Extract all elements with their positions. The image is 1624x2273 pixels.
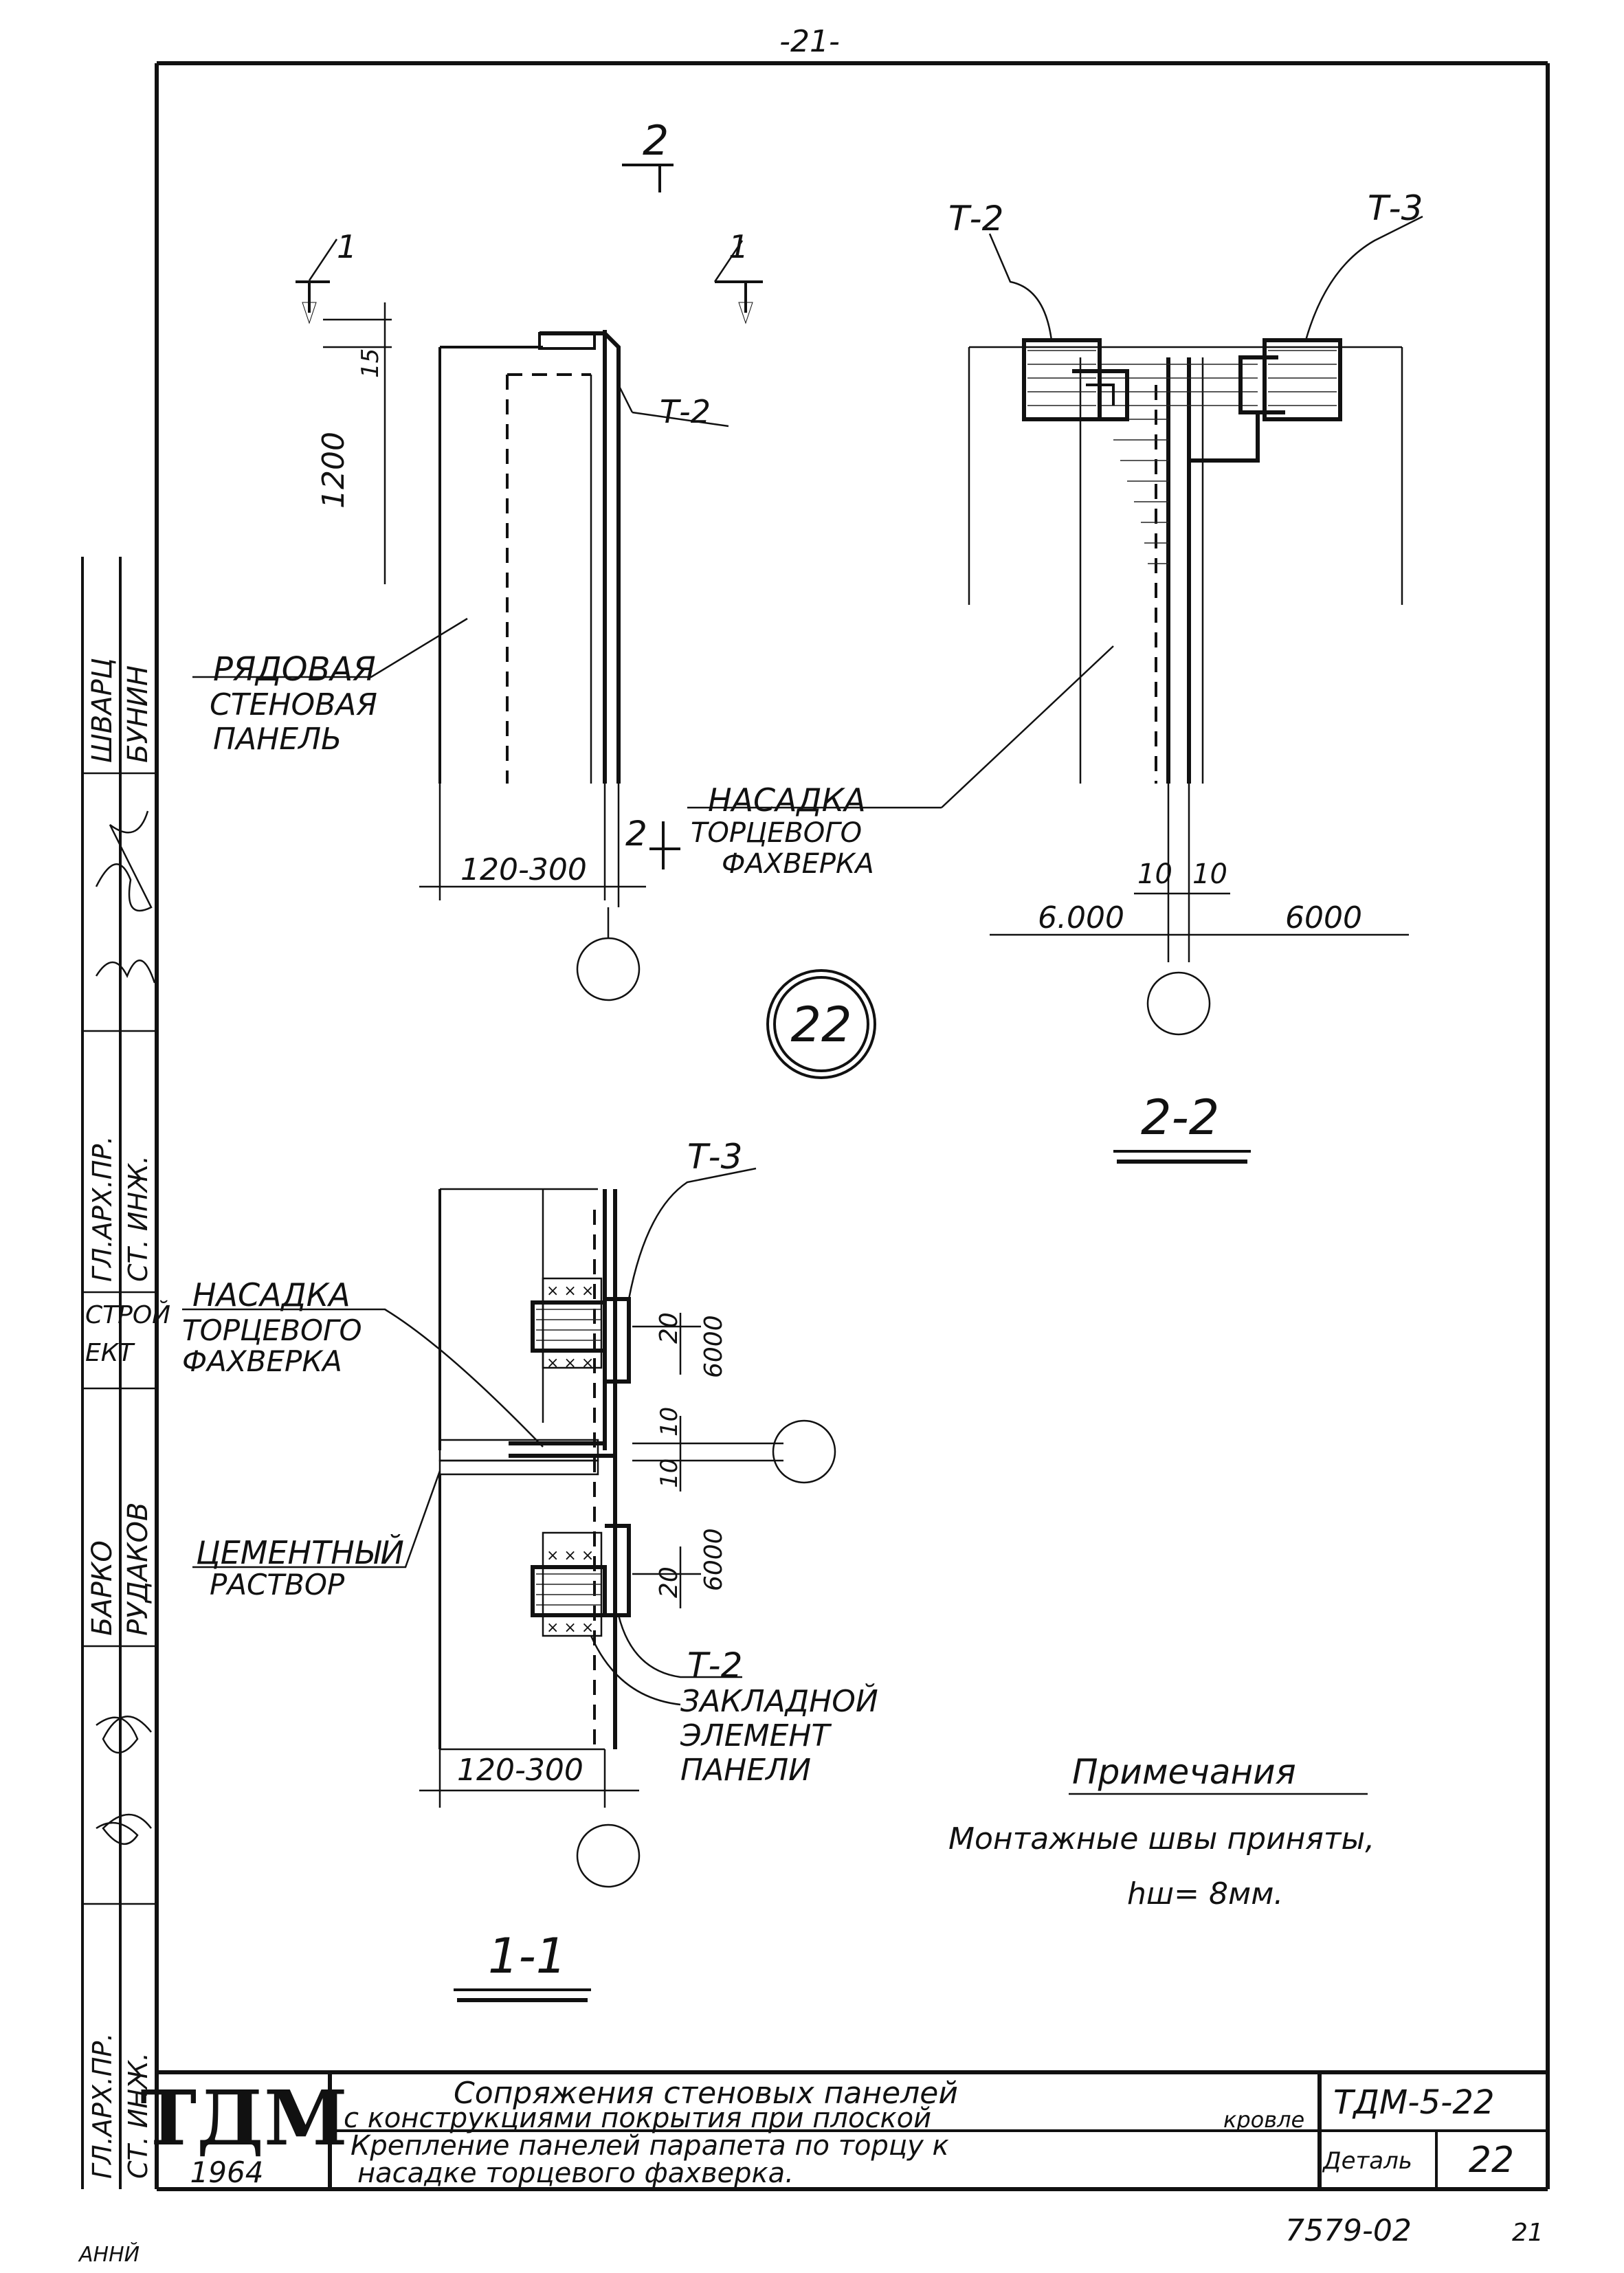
section-1-1: × × × × × × Т-3 × × × × × × Т-2 20 6000 …	[182, 1137, 878, 2002]
cap-label: ФАХВЕРКА	[182, 1344, 342, 1378]
dimension-label: 120-300	[460, 852, 587, 887]
side-stamp-cell: ГЛ.АРХ.ПР.	[87, 1136, 118, 1282]
sheet-number: 21	[1512, 2219, 1544, 2247]
callout-label: Т-2	[660, 393, 711, 430]
title-line: Сопряжения стеновых панелей	[454, 2076, 958, 2111]
signature-mark	[96, 1716, 152, 1754]
dimension-label: 15	[357, 348, 384, 378]
dimension-label: 6000	[700, 1528, 728, 1591]
side-stamp-cell: БУНИН	[122, 665, 154, 763]
dimension-label: 10	[656, 1407, 683, 1437]
side-stamp-cell: ГЛ.АРХ.ПР.	[87, 2033, 118, 2179]
year: 1964	[190, 2155, 264, 2189]
hatched-area	[536, 1573, 601, 1606]
drawing-code: ТДМ-5-22	[1333, 2083, 1495, 2122]
cut-mark-label: 2	[643, 117, 669, 165]
dimension-label: 1200	[316, 432, 351, 509]
panel-label: РЯДОВАЯ	[213, 650, 376, 689]
title-line: с конструкциями покрытия при плоской	[344, 2103, 931, 2134]
cap-label: ФАХВЕРКА	[722, 848, 874, 880]
cap-label: НАСАДКА	[192, 1276, 351, 1313]
dimension-label: 120-300	[457, 1753, 583, 1788]
notes: Примечания Монтажные швы приняты, hш= 8м…	[948, 1752, 1375, 1911]
dimension-label: 10	[1192, 858, 1227, 890]
callout-label: Т-2	[687, 1645, 742, 1685]
notes-title: Примечания	[1072, 1752, 1296, 1792]
subtitle-line: Крепление панелей парапета по торцу к	[351, 2130, 949, 2162]
dimension-label: 6000	[700, 1315, 728, 1378]
side-stamp-cell: АННЙ	[78, 2242, 140, 2267]
cut-mark-label: 2	[625, 814, 647, 854]
side-stamp-cell: БАРКО	[87, 1540, 118, 1636]
section-2-2: Т-2 Т-3 10 10 6.000 6000 2-2	[948, 188, 1423, 1164]
dimension-label: 20	[655, 1566, 683, 1598]
dimension-label: 6000	[1285, 900, 1362, 935]
panel-label: СТЕНОВАЯ	[210, 687, 377, 722]
side-stamp-cell: СТ. ИНЖ.	[123, 2052, 153, 2179]
embedded-label: ЗАКЛАДНОЙ	[680, 1683, 878, 1719]
side-stamp: ШВАРЦ БУНИН ГЛ.АРХ.ПР. СТ. ИНЖ. СТРОЙ ЕК…	[78, 557, 170, 2267]
title-block: ТДМ 1964 Сопряжения стеновых панелей с к…	[140, 2070, 1548, 2189]
logo: ТДМ	[140, 2074, 347, 2162]
detail-callout: 22	[766, 969, 876, 1079]
section-title: 2-2	[1141, 1089, 1219, 1146]
signature-mark	[95, 810, 153, 912]
detail-label: Деталь	[1322, 2147, 1412, 2175]
signature-mark	[96, 1813, 152, 1845]
notes-line: Монтажные швы приняты,	[948, 1821, 1375, 1856]
dimension-label: 10	[656, 1459, 683, 1488]
archive-number: 7579-02	[1285, 2213, 1412, 2248]
cut-mark-label: 1	[728, 228, 748, 265]
side-stamp-cell: СТРОЙ	[85, 1300, 170, 1329]
weld-marks: × × ×	[546, 1355, 594, 1372]
dimension-label: 20	[655, 1312, 683, 1344]
cap-label: НАСАДКА	[708, 781, 866, 819]
weld-marks: × × ×	[546, 1547, 594, 1564]
cap-label: ТОРЦЕВОГО	[691, 817, 862, 849]
elevation-view: 1 1 2 Т-2 15 1200 РЯДОВАЯ СТЕНОВАЯ ПАНЕЛ	[192, 117, 1114, 1001]
callout-label: Т-3	[687, 1137, 742, 1177]
hatched-area	[1027, 350, 1096, 406]
cut-mark-label: 1	[337, 228, 357, 265]
embedded-label: ПАНЕЛИ	[680, 1753, 811, 1788]
hatched-area	[1100, 364, 1258, 564]
side-stamp-cell: РУДАКОВ	[122, 1503, 154, 1636]
signature-mark	[95, 960, 156, 984]
side-stamp-cell: СТ. ИНЖ.	[123, 1155, 153, 1282]
callout-label: Т-2	[948, 199, 1003, 239]
page-number: -21-	[779, 24, 840, 59]
detail-number: 22	[790, 997, 852, 1053]
section-title: 1-1	[488, 1928, 566, 1984]
cap-label: ТОРЦЕВОГО	[182, 1313, 362, 1347]
side-stamp-cell: ЕКТ	[85, 1339, 135, 1367]
callout-label: Т-3	[1368, 188, 1423, 228]
dimension-label: 10	[1137, 858, 1172, 890]
mortar-label: ЦЕМЕНТНЫЙ	[196, 1534, 404, 1571]
dimension-label: 6.000	[1038, 900, 1124, 935]
drawing-frame	[155, 61, 1550, 2191]
hatched-area	[536, 1309, 601, 1341]
subtitle-line: насадке торцевого фахверка.	[357, 2158, 794, 2189]
side-stamp-cell: ШВАРЦ	[87, 658, 118, 763]
embedded-label: ЭЛЕМЕНТ	[680, 1718, 832, 1753]
notes-line: hш= 8мм.	[1127, 1876, 1283, 1911]
mortar-label: РАСТВОР	[210, 1568, 345, 1601]
hatched-area	[1268, 350, 1337, 406]
detail-number: 22	[1469, 2140, 1514, 2181]
weld-marks: × × ×	[546, 1619, 594, 1637]
panel-label: ПАНЕЛЬ	[213, 722, 342, 757]
weld-marks: × × ×	[546, 1283, 594, 1300]
title-line: кровле	[1223, 2107, 1304, 2133]
